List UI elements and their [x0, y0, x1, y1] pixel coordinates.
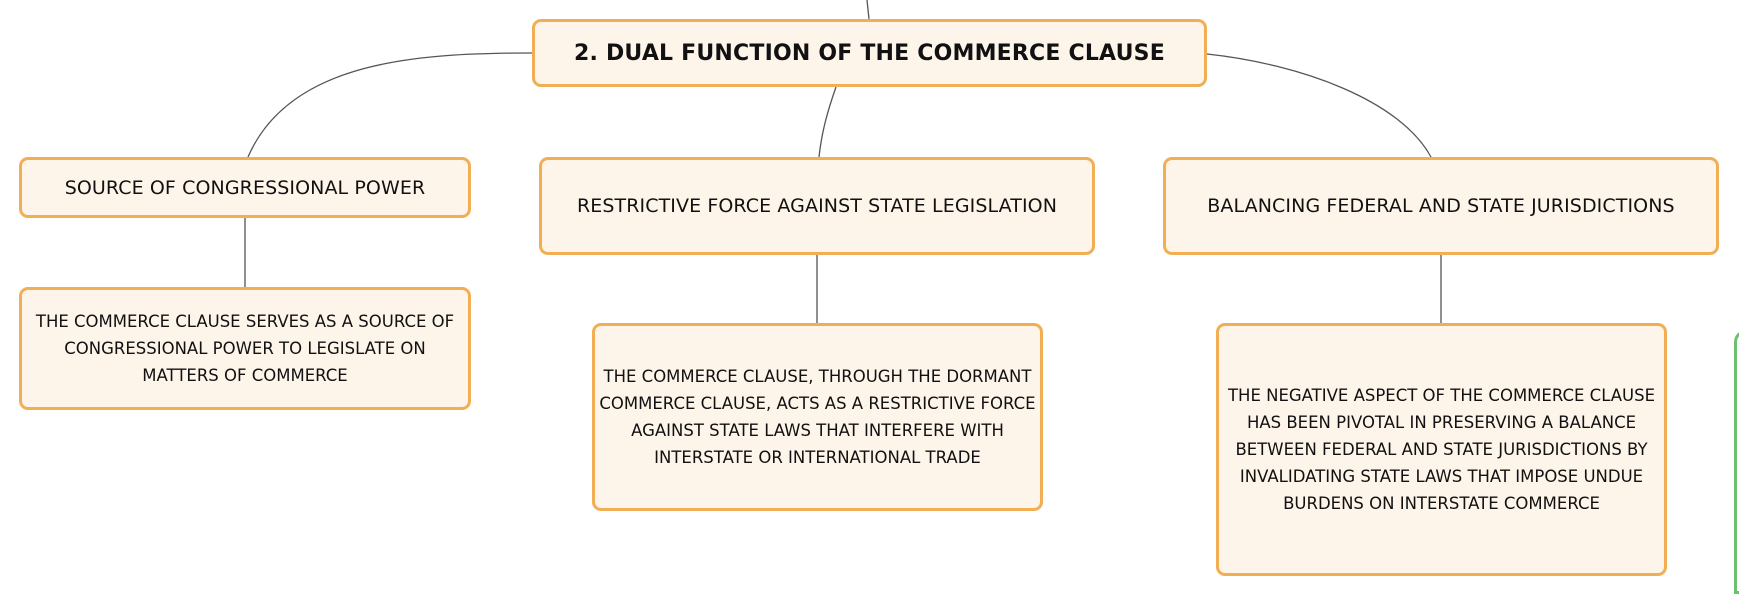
branch-node-balancing-jurisdictions[interactable]: BALANCING FEDERAL AND STATE JURISDICTION… — [1163, 157, 1719, 255]
connector-root-to-balance — [1206, 53, 1432, 158]
detail-text: THE COMMERCE CLAUSE SERVES AS A SOURCE O… — [35, 312, 455, 385]
root-topic-node[interactable]: 2. DUAL FUNCTION OF THE COMMERCE CLAUSE — [532, 19, 1207, 87]
detail-text: THE NEGATIVE ASPECT OF THE COMMERCE CLAU… — [1227, 386, 1656, 513]
connector-root-to-restrict — [818, 86, 837, 158]
branch-label: BALANCING FEDERAL AND STATE JURISDICTION… — [1207, 195, 1675, 217]
detail-node-balancing-jurisdictions[interactable]: THE NEGATIVE ASPECT OF THE COMMERCE CLAU… — [1216, 323, 1667, 576]
detail-text: THE COMMERCE CLAUSE, THROUGH THE DORMANT… — [599, 367, 1036, 467]
connector-parent-to-root — [866, 0, 870, 20]
connector-root-to-power — [247, 52, 533, 158]
root-topic-label: 2. DUAL FUNCTION OF THE COMMERCE CLAUSE — [574, 40, 1165, 66]
offscreen-node-edge — [1734, 330, 1739, 594]
branch-node-congressional-power[interactable]: SOURCE OF CONGRESSIONAL POWER — [19, 157, 471, 218]
branch-node-restrictive-force[interactable]: RESTRICTIVE FORCE AGAINST STATE LEGISLAT… — [539, 157, 1095, 255]
detail-node-congressional-power[interactable]: THE COMMERCE CLAUSE SERVES AS A SOURCE O… — [19, 287, 471, 410]
branch-label: SOURCE OF CONGRESSIONAL POWER — [64, 176, 426, 199]
branch-label: RESTRICTIVE FORCE AGAINST STATE LEGISLAT… — [576, 195, 1058, 217]
detail-node-restrictive-force[interactable]: THE COMMERCE CLAUSE, THROUGH THE DORMANT… — [592, 323, 1043, 511]
